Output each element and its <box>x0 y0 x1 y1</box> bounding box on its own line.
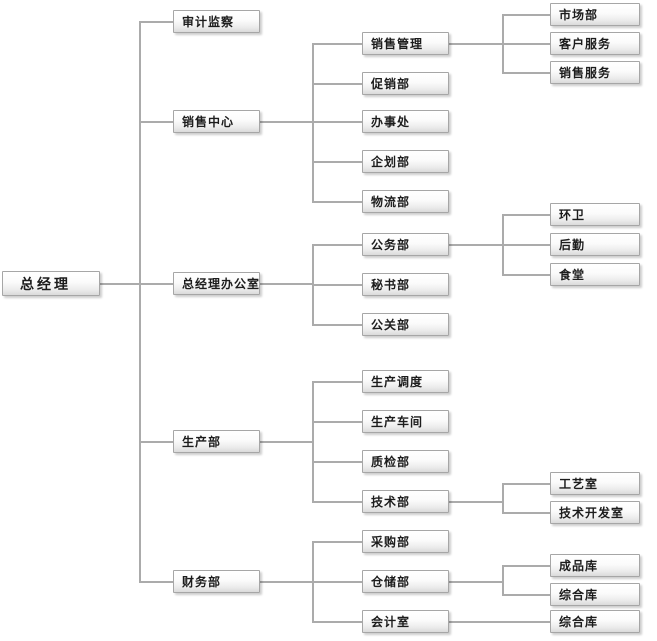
connector-branch <box>139 120 173 123</box>
connector-branch <box>502 511 550 514</box>
org-node-sales-center[interactable]: 销售中心 <box>173 110 260 133</box>
connector-junction <box>502 564 504 596</box>
connector-branch <box>502 71 550 74</box>
org-node-secretary-dept[interactable]: 秘书部 <box>362 273 449 296</box>
connector-branch <box>502 482 550 485</box>
connector-parent-stub <box>100 282 141 285</box>
org-node-audit-supervision[interactable]: 审计监察 <box>173 10 260 33</box>
connector-branch <box>502 593 550 596</box>
connector-branch <box>502 564 550 567</box>
connector-branch <box>312 82 362 85</box>
org-node-branch-office[interactable]: 办事处 <box>362 110 449 133</box>
connector-branch <box>312 243 362 246</box>
connector-branch <box>312 460 362 463</box>
connector-branch <box>312 420 362 423</box>
connector-branch <box>312 42 362 45</box>
connector-branch <box>139 440 173 443</box>
connector-parent-stub <box>449 580 504 583</box>
org-node-production-workshop[interactable]: 生产车间 <box>362 410 449 433</box>
org-node-general-manager[interactable]: 总经理 <box>2 271 100 296</box>
connector-parent-stub <box>260 120 314 123</box>
org-node-general-warehouse-1[interactable]: 综合库 <box>550 583 640 606</box>
connector-branch <box>139 20 173 23</box>
org-node-general-warehouse-2[interactable]: 综合库 <box>550 610 640 633</box>
connector-parent-stub <box>449 243 504 246</box>
org-node-customer-service[interactable]: 客户服务 <box>550 32 640 55</box>
connector-parent-stub <box>260 282 314 285</box>
org-node-quality-inspection-dept[interactable]: 质检部 <box>362 450 449 473</box>
connector-branch <box>502 273 550 276</box>
connector-parent-stub <box>260 440 314 443</box>
org-node-planning-dept[interactable]: 企划部 <box>362 150 449 173</box>
connector-branch <box>502 13 550 16</box>
connector-branch <box>502 213 550 216</box>
org-node-pr-dept[interactable]: 公关部 <box>362 313 449 336</box>
connector-branch <box>312 540 362 543</box>
org-node-purchasing-dept[interactable]: 采购部 <box>362 530 449 553</box>
connector-branch <box>502 42 550 45</box>
connector-parent-stub <box>449 42 504 45</box>
org-node-production-scheduling[interactable]: 生产调度 <box>362 370 449 393</box>
connector-branch <box>312 283 362 286</box>
org-node-canteen[interactable]: 食堂 <box>550 263 640 286</box>
connector-parent-stub <box>449 620 504 623</box>
org-node-promotion-dept[interactable]: 促销部 <box>362 72 449 95</box>
connector-branch <box>502 243 550 246</box>
org-node-sales-service[interactable]: 销售服务 <box>550 61 640 84</box>
org-node-gm-office[interactable]: 总经理办公室 <box>173 272 260 295</box>
org-node-sales-management[interactable]: 销售管理 <box>362 32 449 55</box>
connector-branch <box>502 620 550 623</box>
connector-branch <box>312 323 362 326</box>
connector-branch <box>312 500 362 503</box>
connector-branch <box>312 620 362 623</box>
org-node-logistics-dept[interactable]: 物流部 <box>362 190 449 213</box>
connector-branch <box>139 580 173 583</box>
org-node-process-room[interactable]: 工艺室 <box>550 472 640 495</box>
org-node-finished-goods-warehouse[interactable]: 成品库 <box>550 554 640 577</box>
org-node-accounting-office[interactable]: 会计室 <box>362 610 449 633</box>
connector-parent-stub <box>260 580 314 583</box>
org-node-production-dept[interactable]: 生产部 <box>173 430 260 453</box>
connector-branch <box>139 282 173 285</box>
org-node-finance-dept[interactable]: 财务部 <box>173 570 260 593</box>
connector-junction <box>139 20 141 583</box>
org-node-logistics-support[interactable]: 后勤 <box>550 233 640 256</box>
connector-branch <box>312 120 362 123</box>
connector-branch <box>312 380 362 383</box>
org-node-tech-development-room[interactable]: 技术开发室 <box>550 501 640 524</box>
org-node-warehousing-dept[interactable]: 仓储部 <box>362 570 449 593</box>
connector-branch <box>312 200 362 203</box>
org-node-technology-dept[interactable]: 技术部 <box>362 490 449 513</box>
connector-junction <box>502 482 504 514</box>
connector-branch <box>312 160 362 163</box>
org-node-sanitation[interactable]: 环卫 <box>550 203 640 226</box>
connector-junction <box>312 380 314 503</box>
org-node-market-dept[interactable]: 市场部 <box>550 3 640 26</box>
org-node-public-affairs-dept[interactable]: 公务部 <box>362 233 449 256</box>
connector-branch <box>312 580 362 583</box>
connector-junction <box>312 42 314 203</box>
connector-parent-stub <box>449 500 504 503</box>
